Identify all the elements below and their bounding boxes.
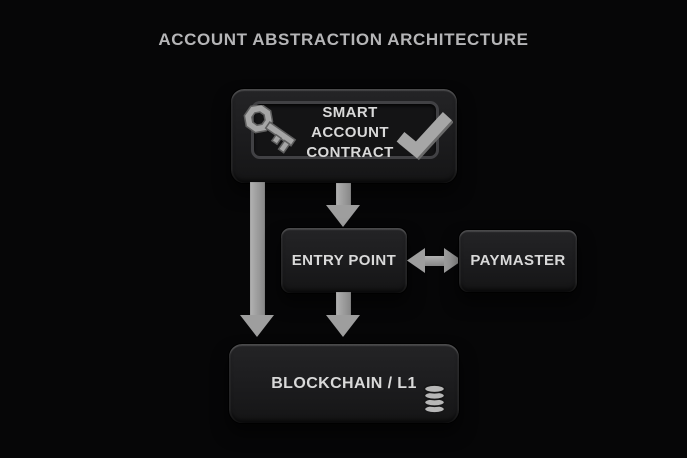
blockchain-label: BLOCKCHAIN / L1 (271, 374, 417, 392)
database-icon (423, 384, 446, 414)
entry-point-label: ENTRY POINT (291, 251, 397, 269)
arrow-head-left-icon (407, 248, 425, 273)
arrow-head-down-icon (326, 315, 360, 337)
node-entry-point: ENTRY POINT (280, 227, 408, 294)
arrow-shaft (425, 255, 444, 266)
arrow-head-down-icon (326, 205, 360, 227)
node-paymaster: PAYMASTER (458, 229, 578, 293)
paymaster-label: PAYMASTER (470, 252, 566, 269)
smart-account-label: SMART ACCOUNT CONTRACT (306, 104, 394, 161)
arrow-shaft (336, 292, 351, 317)
diagram-title: ACCOUNT ABSTRACTION ARCHITECTURE (158, 30, 529, 49)
edge-smart-account-to-blockchain-arrow (240, 182, 274, 337)
node-blockchain-l1: BLOCKCHAIN / L1 (228, 343, 460, 424)
arrow-head-down-icon (240, 315, 274, 337)
edge-entry-point-paymaster-bidirectional-arrow (407, 248, 462, 273)
edge-entry-point-to-blockchain-arrow (326, 292, 360, 337)
edge-smart-account-to-entry-point-arrow (326, 183, 360, 227)
arrow-shaft (250, 182, 265, 317)
key-icon (243, 105, 297, 154)
arrow-shaft (336, 183, 351, 207)
node-smart-account-contract: SMART ACCOUNT CONTRACT (230, 88, 458, 184)
check-icon (396, 112, 453, 161)
